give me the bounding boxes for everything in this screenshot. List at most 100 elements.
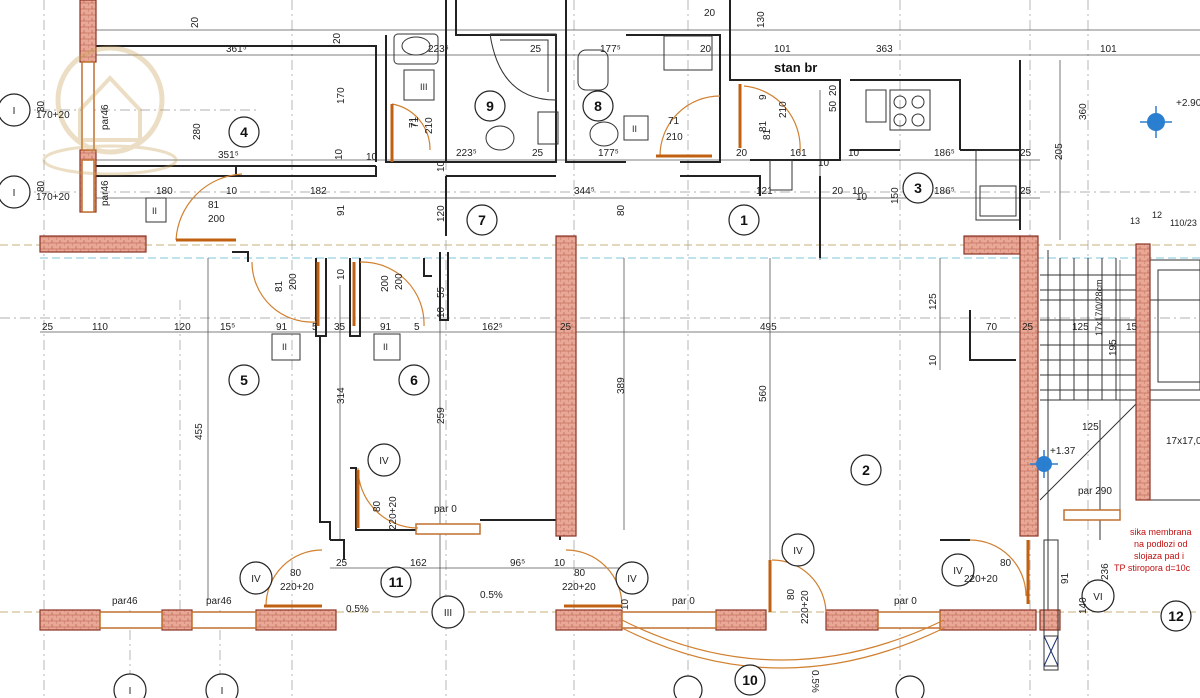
svg-text:III: III bbox=[444, 608, 452, 619]
svg-text:71: 71 bbox=[668, 116, 680, 127]
svg-text:25: 25 bbox=[1020, 148, 1032, 159]
svg-text:125: 125 bbox=[1082, 422, 1099, 433]
roman-label: II bbox=[383, 342, 388, 352]
svg-text:5: 5 bbox=[240, 372, 248, 388]
svg-text:10: 10 bbox=[226, 186, 238, 197]
svg-text:par 0: par 0 bbox=[894, 596, 917, 607]
svg-text:2: 2 bbox=[862, 462, 870, 478]
labels: stan br +2.90 +1.37 0.5% 0.5% 0.5% 17x17… bbox=[346, 60, 1200, 693]
room-marker-10: 10 bbox=[734, 664, 766, 696]
slope-label: 0.5% bbox=[346, 604, 369, 615]
svg-text:10: 10 bbox=[852, 186, 864, 197]
svg-text:20: 20 bbox=[704, 8, 716, 19]
svg-text:10: 10 bbox=[366, 152, 378, 163]
svg-text:5: 5 bbox=[312, 322, 318, 333]
svg-text:I: I bbox=[221, 686, 224, 697]
roman-marker: IV bbox=[615, 561, 649, 595]
svg-text:81: 81 bbox=[208, 200, 220, 211]
room-marker-3: 3 bbox=[902, 172, 934, 204]
svg-text:140: 140 bbox=[1078, 597, 1089, 614]
roman-marker: IV bbox=[941, 553, 975, 587]
axis-bubble: I bbox=[0, 93, 31, 127]
svg-text:25: 25 bbox=[42, 322, 54, 333]
dimension-texts: 361⁵ 20 223⁵ 25 177⁵ 20 101 363 101 20 1… bbox=[42, 8, 1138, 569]
axis-bubble: I bbox=[113, 673, 147, 698]
svg-text:55: 55 bbox=[436, 286, 447, 298]
roman-marker: IV bbox=[239, 561, 273, 595]
svg-text:71: 71 bbox=[408, 116, 419, 128]
slope-label: 0.5% bbox=[809, 670, 820, 693]
house-logo-watermark bbox=[42, 45, 178, 176]
windows bbox=[81, 61, 1121, 629]
room-marker-5: 5 bbox=[228, 364, 260, 396]
svg-text:162: 162 bbox=[410, 558, 427, 569]
roman-label: II bbox=[282, 342, 287, 352]
svg-text:20: 20 bbox=[190, 16, 201, 28]
room-marker-7: 7 bbox=[466, 204, 498, 236]
roman-marker: IV bbox=[367, 443, 401, 477]
svg-text:125: 125 bbox=[1072, 322, 1089, 333]
svg-text:280: 280 bbox=[192, 123, 203, 140]
svg-text:25: 25 bbox=[532, 148, 544, 159]
roman-marker: VI bbox=[1081, 579, 1115, 613]
level-label: +2.90 bbox=[1176, 98, 1200, 109]
svg-text:IV: IV bbox=[627, 574, 637, 585]
roman-markers: IV IV IV IV IV VI III III II II II II bbox=[152, 82, 1115, 629]
svg-text:20: 20 bbox=[700, 44, 712, 55]
svg-text:170: 170 bbox=[336, 87, 347, 104]
svg-text:495: 495 bbox=[760, 322, 777, 333]
membrane-note: TP stiropora d=10c bbox=[1114, 563, 1191, 573]
slope-label: 0.5% bbox=[480, 590, 503, 601]
svg-text:25: 25 bbox=[1020, 186, 1032, 197]
roman-label: II bbox=[152, 206, 157, 216]
svg-text:259: 259 bbox=[436, 407, 447, 424]
svg-text:10: 10 bbox=[554, 558, 566, 569]
membrane-note: na podlozi od bbox=[1134, 539, 1188, 549]
svg-text:121: 121 bbox=[756, 186, 773, 197]
svg-text:220+20: 220+20 bbox=[388, 496, 399, 530]
svg-text:130: 130 bbox=[756, 11, 767, 28]
svg-text:12: 12 bbox=[1152, 210, 1162, 220]
svg-text:180: 180 bbox=[156, 186, 173, 197]
svg-text:170+20: 170+20 bbox=[36, 110, 70, 121]
membrane-note: sika membrana bbox=[1130, 527, 1192, 537]
svg-text:210: 210 bbox=[666, 132, 683, 143]
svg-text:71: 71 bbox=[410, 116, 421, 128]
vertical-dimension-texts: 170 280 210 71 91 120 80 55 10 314 259 3… bbox=[192, 84, 1119, 610]
svg-text:210: 210 bbox=[778, 101, 789, 118]
svg-text:IV: IV bbox=[379, 456, 389, 467]
svg-text:177⁵: 177⁵ bbox=[600, 44, 621, 55]
room-marker-12: 12 bbox=[1160, 600, 1192, 632]
svg-text:91: 91 bbox=[336, 204, 347, 216]
svg-text:91: 91 bbox=[276, 322, 288, 333]
svg-text:10: 10 bbox=[818, 158, 830, 169]
svg-text:220+20: 220+20 bbox=[562, 582, 596, 593]
svg-text:81: 81 bbox=[762, 128, 773, 140]
svg-text:200: 200 bbox=[288, 273, 299, 290]
svg-text:223⁵: 223⁵ bbox=[456, 148, 477, 159]
svg-text:91: 91 bbox=[380, 322, 392, 333]
svg-text:360: 360 bbox=[1078, 103, 1089, 120]
room-marker-8: 8 bbox=[582, 90, 614, 122]
svg-text:110/23: 110/23 bbox=[1170, 218, 1197, 228]
svg-text:10: 10 bbox=[848, 148, 860, 159]
plan-title: stan br bbox=[774, 60, 817, 75]
svg-text:1: 1 bbox=[740, 212, 748, 228]
svg-text:455: 455 bbox=[194, 423, 205, 440]
svg-text:25: 25 bbox=[336, 558, 348, 569]
svg-text:50: 50 bbox=[828, 100, 839, 112]
svg-text:par46: par46 bbox=[100, 104, 111, 130]
stairs-label: 17x17/0/28cm bbox=[1094, 279, 1104, 336]
room-marker-11: 11 bbox=[380, 566, 412, 598]
svg-text:9: 9 bbox=[486, 98, 494, 114]
svg-text:15: 15 bbox=[1126, 322, 1138, 333]
svg-text:363: 363 bbox=[876, 44, 893, 55]
level-label: +1.37 bbox=[1050, 446, 1076, 457]
room-marker-4: 4 bbox=[228, 116, 260, 148]
svg-text:I: I bbox=[129, 686, 132, 697]
svg-text:81: 81 bbox=[274, 280, 285, 292]
svg-text:10: 10 bbox=[336, 268, 347, 280]
axis-bubbles: I I I I bbox=[0, 93, 925, 698]
doors bbox=[175, 84, 1030, 669]
svg-text:I: I bbox=[13, 106, 16, 117]
